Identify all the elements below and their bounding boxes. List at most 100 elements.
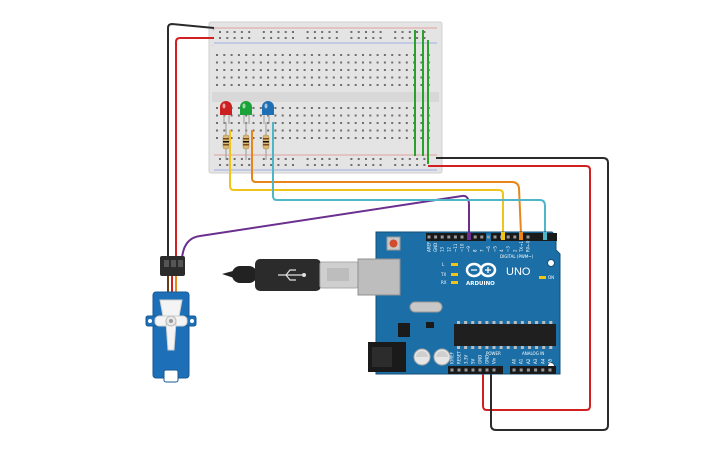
hole: [310, 129, 313, 132]
digital-pin-label: 8: [473, 249, 478, 252]
hole: [383, 76, 386, 79]
hole: [296, 54, 299, 56]
hole: [391, 61, 394, 64]
wire-cyan[interactable]: [272, 122, 546, 234]
hole: [332, 114, 335, 117]
chip-pin: [492, 346, 496, 349]
led-tx-label: TX: [440, 272, 446, 277]
wire-purple-signal[interactable]: [181, 194, 470, 259]
chip-pin: [499, 321, 503, 324]
hole: [252, 114, 255, 117]
hole: [325, 54, 328, 56]
wire-orange[interactable]: [251, 130, 522, 235]
power-label: POWER: [486, 351, 501, 356]
resistor-3[interactable]: [262, 122, 270, 160]
rail-hole: [292, 158, 294, 160]
rail-hole: [328, 31, 331, 33]
chip-pin: [528, 321, 531, 324]
rail-hole: [240, 164, 243, 166]
digital-pin-hole: [486, 235, 490, 239]
rail-hole: [350, 37, 353, 39]
hole: [230, 54, 233, 56]
hole: [259, 54, 262, 56]
hole: [310, 122, 313, 124]
digital-pin-hole: [513, 235, 517, 239]
rail-hole: [262, 158, 265, 160]
hole: [216, 69, 218, 71]
rail-hole: [394, 158, 397, 160]
rail-hole: [365, 158, 367, 160]
rail-hole: [321, 164, 324, 166]
hole: [259, 76, 262, 79]
wire-black-gnd[interactable]: [436, 157, 609, 431]
hole: [267, 76, 270, 79]
power-pin-label: 5V: [471, 358, 476, 364]
hole: [245, 114, 248, 117]
wire-yellow[interactable]: [229, 130, 504, 234]
digital-pin-hole: [434, 235, 438, 239]
hole: [237, 61, 240, 64]
analog-pin-label: A0: [512, 358, 517, 364]
reset-button-cap[interactable]: [389, 239, 398, 248]
analog-pin-label: A3: [533, 358, 538, 364]
chip-pin: [542, 346, 546, 349]
wire-red-servo[interactable]: [175, 37, 214, 258]
rail-hole: [394, 37, 397, 39]
rail-plus-label: +: [212, 28, 215, 32]
rail-hole: [394, 164, 397, 166]
hole: [281, 107, 284, 109]
led-red[interactable]: [220, 101, 232, 124]
rail-hole: [284, 37, 287, 39]
hole: [376, 122, 379, 124]
wire-black-servo[interactable]: [167, 22, 215, 258]
rail-hole: [328, 164, 331, 166]
hole: [347, 122, 350, 124]
hole: [252, 69, 255, 71]
digital-pin-label: 7: [479, 249, 484, 252]
hole: [362, 76, 364, 79]
hole: [318, 84, 321, 86]
power-pin-hole: [464, 368, 468, 372]
resistor-1[interactable]: [222, 122, 230, 160]
hole: [369, 129, 372, 132]
hole: [267, 84, 270, 86]
led-blue[interactable]: [262, 101, 274, 124]
digital-pin-hole: [526, 235, 530, 239]
rail-hole: [277, 164, 280, 166]
rail-hole: [357, 164, 360, 166]
hole: [296, 114, 299, 117]
digital-pin-label: RX←0: [526, 240, 531, 252]
hole: [289, 54, 291, 56]
rail-hole: [408, 158, 411, 160]
hole: [391, 122, 394, 124]
hole: [216, 137, 218, 139]
rail-hole: [379, 158, 382, 160]
digital-pin-hole: [440, 235, 444, 239]
usb-cable[interactable]: [222, 259, 359, 291]
hole: [405, 54, 408, 56]
wire-cyan-end: [543, 232, 547, 240]
hole: [245, 61, 248, 64]
resistor-2[interactable]: [242, 122, 250, 160]
hole: [237, 54, 240, 56]
rail-hole: [233, 158, 236, 160]
hole: [332, 129, 335, 132]
rail-hole: [401, 37, 404, 39]
hole: [252, 84, 255, 86]
wire-red-5v[interactable]: [428, 165, 591, 411]
hole: [296, 76, 299, 79]
digital-label: DIGITAL (PWM~): [500, 254, 534, 259]
breadboard[interactable]: + -: [208, 21, 443, 174]
hole: [223, 129, 226, 132]
hole: [216, 107, 218, 109]
hole: [259, 84, 262, 86]
hole: [340, 129, 343, 132]
rail-hole: [284, 31, 287, 33]
hole: [318, 114, 321, 117]
rail-hole: [357, 37, 360, 39]
analog-pin-hole: [512, 368, 516, 372]
analog-pin-hole: [534, 368, 538, 372]
led-green[interactable]: [240, 101, 252, 124]
servo-motor[interactable]: [145, 256, 197, 383]
